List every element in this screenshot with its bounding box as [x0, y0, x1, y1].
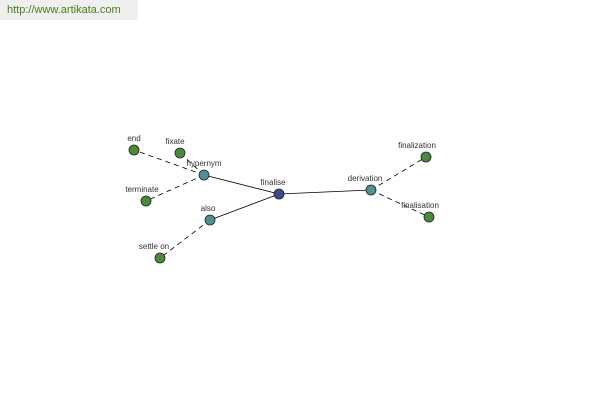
edge-derivation-finalisation: [370, 189, 430, 218]
leaf-label-end: end: [127, 134, 140, 143]
leaf-node-finalization[interactable]: [420, 151, 432, 163]
leaf-node-terminate[interactable]: [140, 195, 152, 207]
edge-finalise-also: [209, 193, 280, 221]
relation-node-also[interactable]: [204, 214, 216, 226]
leaf-label-terminate: terminate: [125, 185, 159, 194]
leaf-label-finalization: finalization: [398, 141, 436, 150]
relation-node-derivation[interactable]: [365, 184, 377, 196]
edge-also-settle-on: [159, 219, 211, 259]
relation-node-hypernym[interactable]: [198, 169, 210, 181]
edge-hypernym-fixate: [179, 152, 205, 176]
leaf-label-finalisation: finalisation: [401, 201, 439, 210]
leaf-node-settle-on[interactable]: [154, 252, 166, 264]
watermark-banner: http://www.artikata.com: [0, 0, 138, 20]
edge-finalise-derivation: [278, 189, 372, 195]
edge-hypernym-terminate: [145, 174, 205, 202]
watermark-link[interactable]: http://www.artikata.com: [7, 4, 121, 16]
edge-derivation-finalization: [370, 156, 427, 191]
relation-label-hypernym: hypernym: [186, 159, 221, 168]
relation-label-also: also: [201, 204, 216, 213]
leaf-label-fixate: fixate: [165, 137, 185, 146]
leaf-label-settle-on: settle on: [139, 242, 169, 251]
leaf-node-fixate[interactable]: [174, 147, 186, 159]
relation-label-derivation: derivation: [348, 174, 383, 183]
edge-finalise-hypernym: [203, 174, 280, 195]
leaf-node-finalisation[interactable]: [423, 211, 435, 223]
center-label-finalise: finalise: [261, 178, 286, 187]
leaf-node-end[interactable]: [128, 144, 140, 156]
center-node-finalise[interactable]: [273, 188, 285, 200]
edge-hypernym-end: [133, 149, 205, 176]
